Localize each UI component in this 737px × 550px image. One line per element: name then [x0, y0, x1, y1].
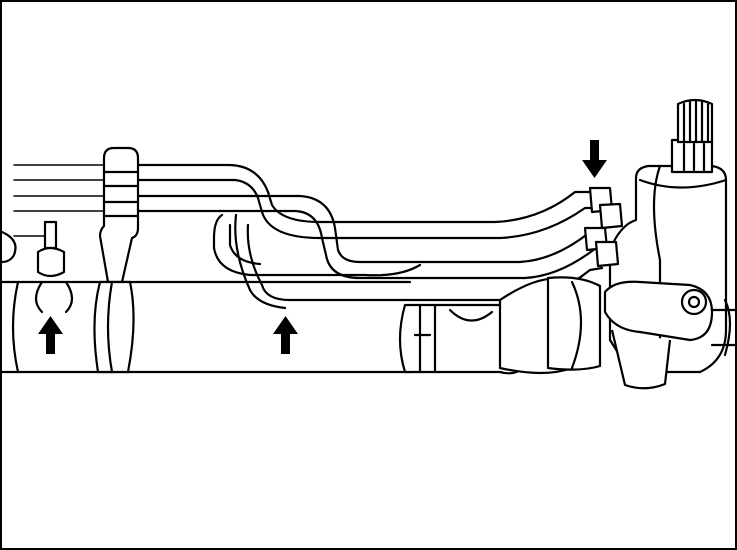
arrow-mid-rack-up-icon [273, 316, 298, 354]
gear-housing [398, 276, 602, 375]
rack-end-hole [0, 230, 17, 264]
bracket-bolt [680, 288, 708, 316]
pipe-clamp-bracket [93, 146, 140, 374]
rack-housing-tube [0, 280, 412, 374]
valve-line-fittings [583, 186, 624, 268]
mounting-bracket [603, 280, 714, 390]
left-fitting [34, 220, 74, 314]
rack-right-end [710, 298, 737, 357]
arrow-valve-fittings-down-icon [582, 140, 607, 178]
pinion-shaft [670, 98, 714, 174]
rack-guide-lines [13, 164, 106, 237]
arrow-left-fitting-up-icon [38, 316, 63, 354]
fluid-lines [108, 163, 608, 310]
